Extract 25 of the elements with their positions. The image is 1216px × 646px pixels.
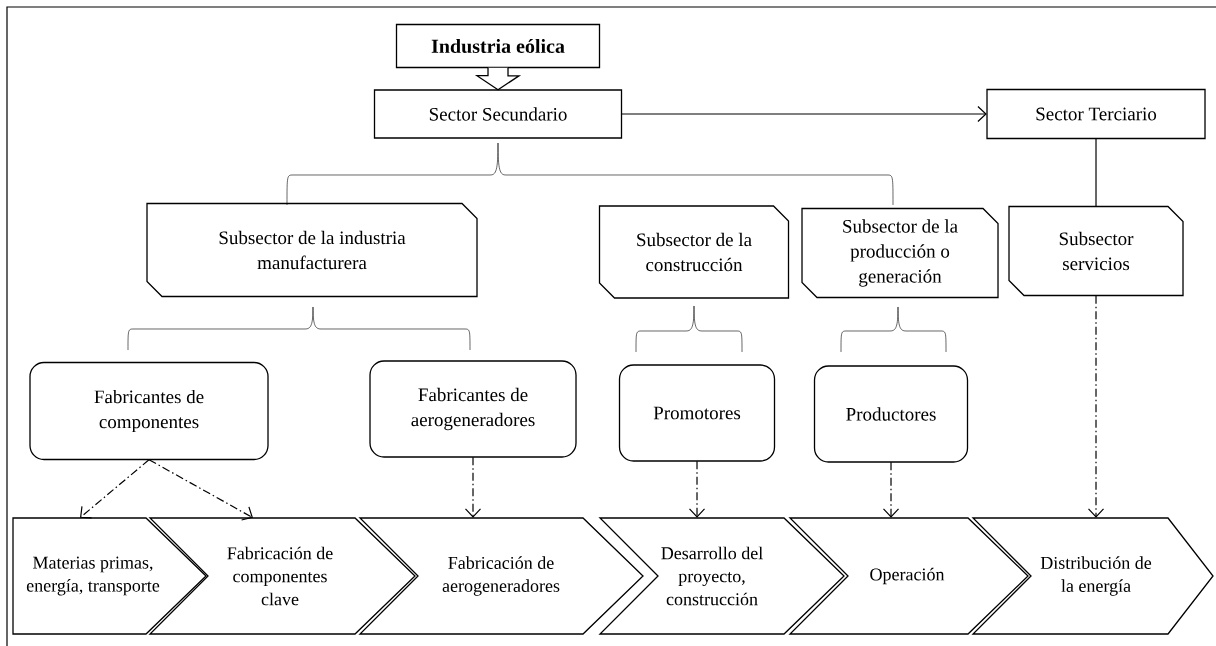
- connector-line: [1095, 138, 1097, 207]
- arrow: [688, 460, 706, 518]
- chevron-step: Distribución de la energía: [971, 517, 1214, 635]
- block-arrow: [474, 67, 522, 91]
- chevron-step: Operación: [788, 517, 1029, 635]
- sector-box: Sector Terciario: [986, 88, 1206, 140]
- chevron-step: Desarrollo del proyecto, construcción: [598, 517, 845, 635]
- subsector-box: Subsector de la industria manufacturera: [146, 202, 478, 298]
- agent-box: Fabricantes de componentes: [29, 361, 269, 461]
- subsector-box: Subsector de la producción o generación: [801, 207, 999, 299]
- arrow: [621, 105, 987, 123]
- arrow: [80, 459, 150, 519]
- callout-box: Industria eólica: [395, 23, 601, 69]
- arrow: [1087, 295, 1105, 518]
- subsector-box: Subsector servicios: [1008, 205, 1184, 297]
- arrow: [882, 461, 900, 518]
- agent-box: Promotores: [618, 364, 776, 462]
- arrow: [464, 456, 482, 518]
- agent-box: Productores: [813, 365, 969, 463]
- subsector-box: Subsector de la construcción: [598, 205, 790, 299]
- sector-box: Sector Secundario: [373, 89, 623, 139]
- chevron-step: Fabricación de aerogeneradores: [358, 517, 644, 635]
- arrow: [148, 459, 253, 521]
- chevron-step: Materias primas, energía, transporte: [12, 517, 207, 635]
- agent-box: Fabricantes de aerogeneradores: [369, 360, 577, 458]
